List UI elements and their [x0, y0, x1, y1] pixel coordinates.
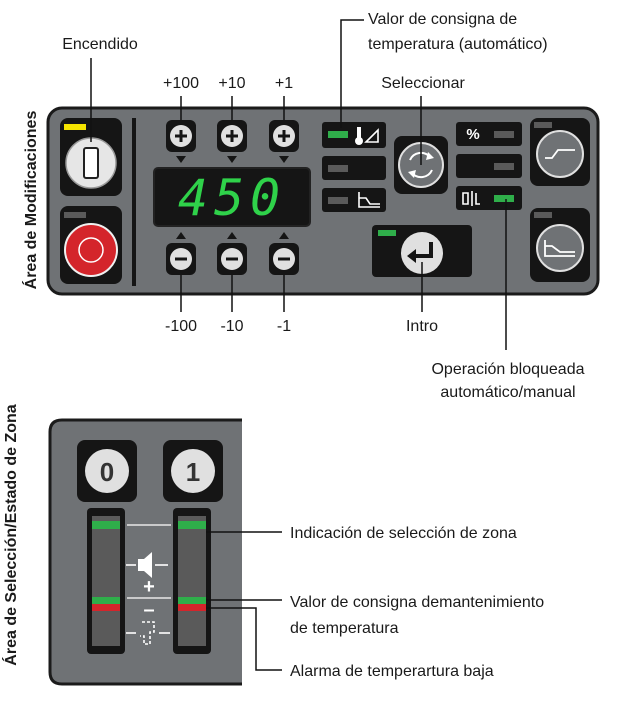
zone-1-maint-led: [178, 597, 206, 604]
zone-0-alarm-led: [92, 604, 120, 611]
minus-1-label: -1: [277, 318, 291, 335]
lock-label-line1: Operación bloqueada: [431, 361, 584, 378]
zone-0-select-led: [92, 521, 120, 529]
lock-icon: [462, 191, 480, 206]
plus-10-label: +10: [218, 75, 245, 92]
maint-label-line1: Valor de consigna demantenimiento: [290, 594, 544, 611]
mode-indicator-2[interactable]: [322, 156, 386, 180]
minus-symbol: –: [143, 599, 154, 621]
plus-100-button[interactable]: [166, 120, 196, 152]
power-label: Encendido: [62, 36, 138, 53]
power-led: [64, 124, 86, 130]
lock-label-line2: automático/manual: [440, 384, 575, 401]
arrow-down-icon: [176, 156, 186, 163]
plus-100-label: +100: [163, 75, 199, 92]
stop-circle-icon: [78, 237, 104, 263]
ramp-down-led: [534, 212, 552, 218]
lock-indicator[interactable]: [456, 186, 522, 210]
plus-1-label: +1: [275, 75, 293, 92]
enter-icon: [414, 242, 433, 258]
manual-mode-indicator[interactable]: [322, 188, 386, 212]
panel-divider: [132, 118, 136, 286]
select-label: Seleccionar: [381, 75, 465, 92]
plus-symbol: +: [143, 576, 155, 598]
plus-icon: [226, 130, 238, 142]
ramp-up-icon: [545, 149, 575, 159]
arrow-up-icon: [279, 232, 289, 239]
display-value: 450: [178, 169, 286, 227]
zone-1-alarm-led: [178, 604, 206, 611]
zone-1-label: 1: [186, 457, 200, 487]
enter-button[interactable]: [372, 225, 472, 277]
plus-icon: [278, 130, 290, 142]
minus-10-button[interactable]: [217, 243, 247, 275]
plus-10-button[interactable]: [217, 120, 247, 152]
power-switch[interactable]: [60, 118, 122, 196]
low-alarm-label: Alarma de temperartura baja: [290, 663, 494, 680]
arrow-up-icon: [176, 232, 186, 239]
plus-1-button[interactable]: [269, 120, 299, 152]
ramp-down-icon: [544, 240, 575, 257]
zone-1-select-led: [178, 521, 206, 529]
arrow-up-icon: [227, 232, 237, 239]
minus-1-button[interactable]: [269, 243, 299, 275]
ramp-up-button[interactable]: [530, 118, 590, 186]
minus-100-label: -100: [165, 318, 197, 335]
percent-indicator[interactable]: %: [456, 122, 522, 146]
plus-icon: [175, 130, 187, 142]
auto-led: [328, 131, 348, 138]
stop-led: [64, 212, 86, 218]
setpoint-label-line1: Valor de consigna de: [368, 11, 517, 28]
lock-led: [494, 195, 514, 202]
ramp-down-button[interactable]: [530, 208, 590, 282]
alarm-callout-line: [206, 607, 282, 671]
zone-0-maint-led: [92, 597, 120, 604]
auto-setpoint-indicator[interactable]: [322, 122, 386, 148]
enter-label: Intro: [406, 318, 438, 335]
percent-led: [494, 131, 514, 138]
setpoint-label-line2: temperatura (automático): [368, 36, 548, 53]
minus-100-button[interactable]: [166, 243, 196, 275]
manual-curve-icon: [358, 192, 380, 208]
zone-1-status-bar: [173, 508, 211, 654]
zone-0-button[interactable]: 0: [77, 440, 137, 502]
setpoint-callout-line: [340, 19, 364, 128]
zone-select-label: Indicación de selección de zona: [290, 525, 517, 542]
zone-0-status-bar: [87, 508, 125, 654]
temperature-display: [153, 167, 311, 227]
low-temp-icon: [126, 621, 170, 645]
zone-1-button[interactable]: 1: [163, 440, 223, 502]
zone-area-label: Área de Selección/Estado de Zona: [1, 404, 20, 666]
mode-led: [328, 165, 348, 172]
enter-led: [378, 230, 396, 236]
speaker-icon: [126, 552, 168, 578]
manual-led: [328, 197, 348, 204]
minus-10-label: -10: [220, 318, 243, 335]
ramp-up-led: [534, 122, 552, 128]
maint-label-line2: de temperatura: [290, 620, 399, 637]
stop-button[interactable]: [60, 206, 122, 284]
arrow-down-icon: [279, 156, 289, 163]
mode-indicator-right[interactable]: [456, 154, 522, 178]
arrow-down-icon: [227, 156, 237, 163]
percent-label: %: [466, 126, 479, 143]
mode-right-led: [494, 163, 514, 170]
power-toggle-icon: [83, 147, 99, 179]
thermometer-icon: [355, 137, 363, 145]
modification-area-label: Área de Modificaciones: [21, 111, 40, 290]
zone-0-label: 0: [100, 457, 114, 487]
